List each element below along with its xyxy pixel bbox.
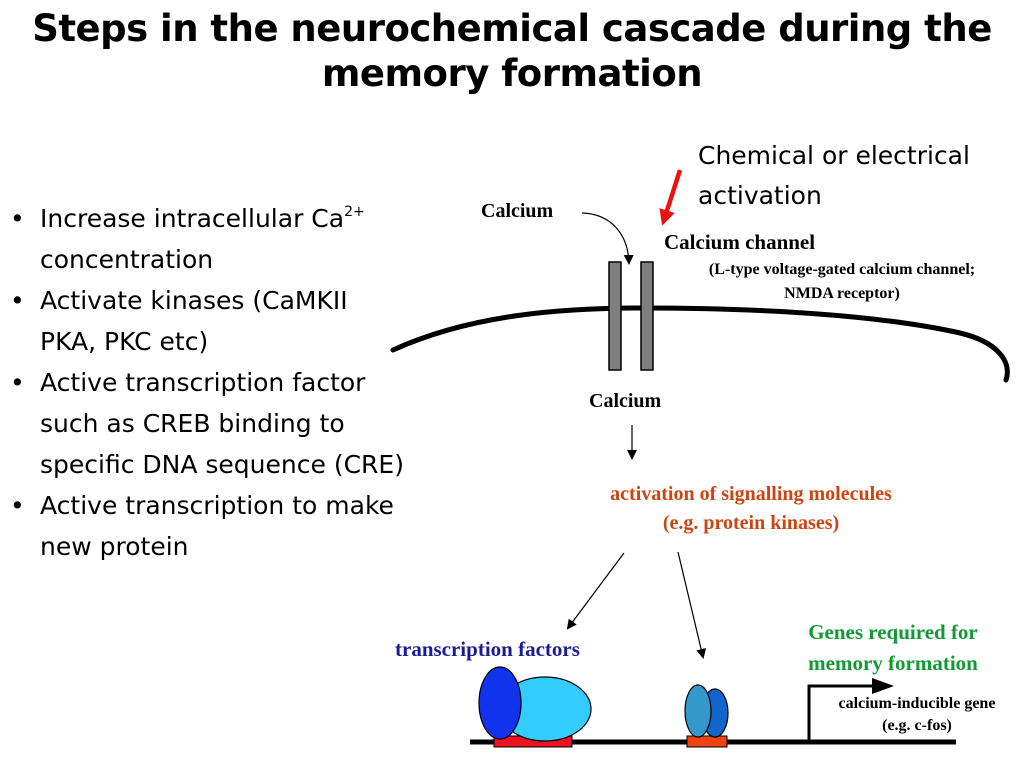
transcription-start-arrow: [807, 684, 875, 742]
calcium-inducible-gene-label: calcium-inducible gene (e.g. c-fos): [838, 695, 996, 734]
transcription-factors-label: transcription factors: [395, 637, 580, 661]
signalling-to-tf-arrow-left: [566, 552, 625, 630]
bullet-item-kinases: Activate kinases (CaMKII PKA, PKC etc): [8, 280, 448, 362]
transcription-start-arrowhead: [872, 678, 894, 694]
activation-label: Chemical or electrical activation: [698, 141, 970, 210]
signalling-molecules-label: activation of signalling molecules (e.g.…: [610, 483, 892, 534]
calcium-inside-label: Calcium: [589, 390, 662, 412]
activation-arrow: [659, 169, 683, 226]
superscript-charge: 2+: [344, 204, 365, 220]
calcium-channel-right-bar: [640, 261, 654, 371]
calcium-entry-arrow: [581, 212, 634, 265]
step-bullet-list: Increase intracellular Ca2+ concentratio…: [8, 198, 448, 567]
transcription-factor-large-dark: [478, 666, 522, 740]
title-line-1: Steps in the neurochemical cascade durin…: [32, 7, 992, 50]
calcium-channel-left-bar: [608, 261, 622, 371]
genes-required-label: Genes required for memory formation: [808, 620, 978, 675]
transcription-factor-small-light: [684, 684, 712, 738]
page-title: Steps in the neurochemical cascade durin…: [0, 6, 1024, 96]
title-line-2: memory formation: [321, 52, 703, 95]
calcium-outside-label: Calcium: [481, 200, 554, 222]
calcium-channel-detail: (L-type voltage-gated calcium channel; N…: [708, 261, 976, 302]
binding-site-cre-2: [686, 735, 728, 748]
bullet-item-calcium: Increase intracellular Ca2+ concentratio…: [8, 198, 448, 280]
calcium-channel-label: Calcium channel: [664, 230, 816, 254]
signalling-to-tf-arrow-right: [677, 551, 707, 659]
bullet-item-transcription-factor: Active transcription factor such as CREB…: [8, 362, 448, 485]
cell-membrane: [390, 305, 1010, 383]
bullet-item-transcription: Active transcription to make new protein: [8, 485, 448, 567]
